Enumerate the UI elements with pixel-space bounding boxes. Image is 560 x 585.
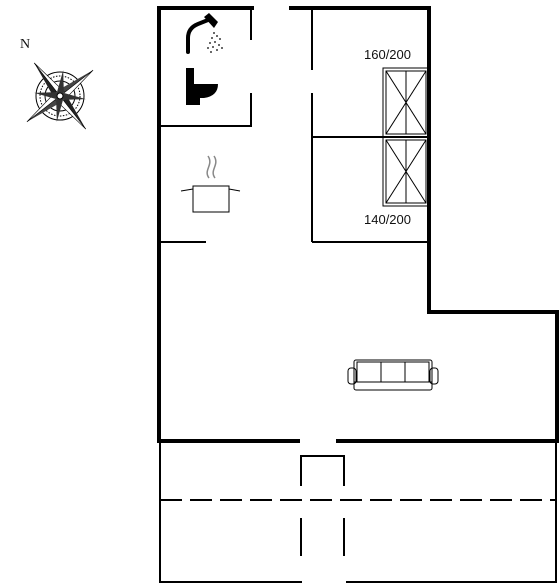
bed-double: 140/200 (364, 136, 430, 227)
shower-icon (186, 13, 223, 54)
interior-walls (160, 8, 429, 243)
toilet-icon (186, 68, 218, 105)
cooking-pot-icon (180, 155, 241, 213)
sofa-icon (347, 359, 439, 391)
outer-walls (157, 6, 559, 443)
bed-size-label-top: 160/200 (364, 47, 411, 62)
entrance-steps (300, 455, 345, 486)
north-label: N (20, 37, 30, 52)
compass-rose-icon: N (20, 37, 94, 130)
bed-double: 160/200 (364, 47, 430, 138)
terrace-area (159, 441, 557, 583)
bed-size-label-bottom: 140/200 (364, 212, 411, 227)
